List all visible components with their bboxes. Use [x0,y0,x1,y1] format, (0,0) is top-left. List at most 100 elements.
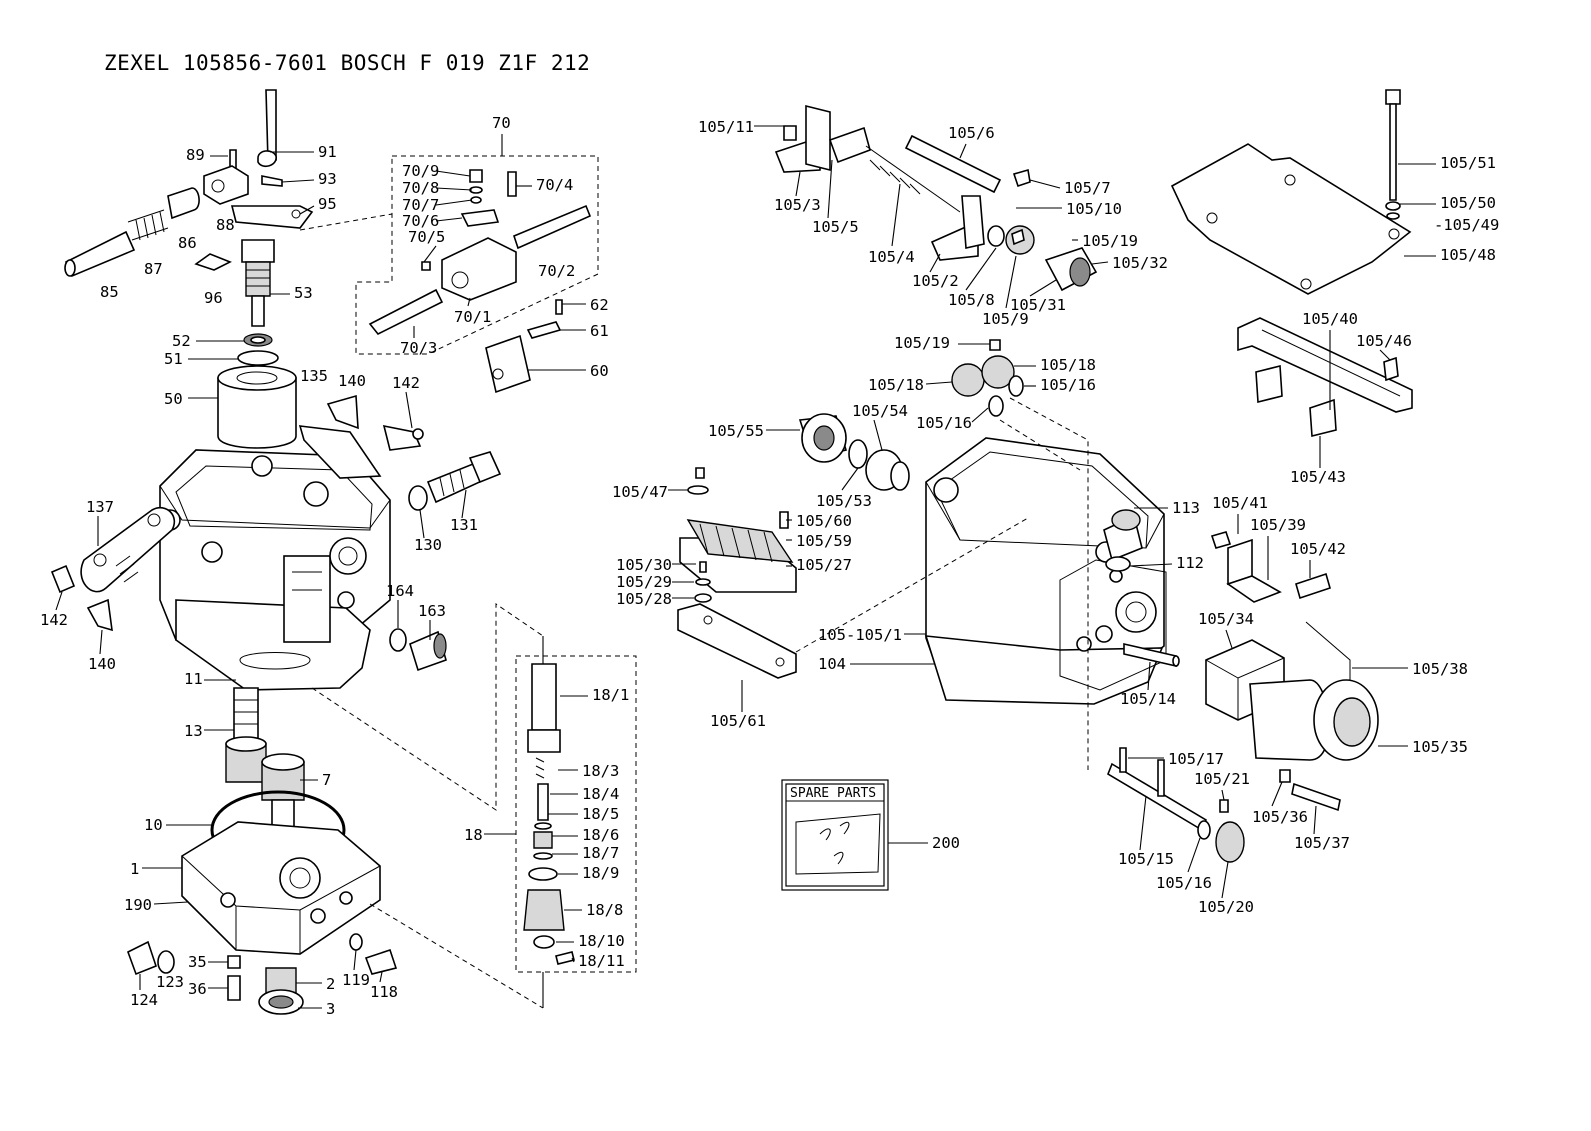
shaft-105-14 [1123,642,1180,668]
part-label-105-16b: 105/16 [916,414,972,432]
part-label-105-39: 105/39 [1250,516,1306,534]
leader-line-105-18b [925,381,953,385]
part-label-104: 104 [818,655,846,673]
leader-line-105-14 [1147,661,1151,691]
part-label-105-34: 105/34 [1198,610,1254,628]
plug-163-164 [389,628,447,672]
part-label-105-35: 105/35 [1412,738,1468,756]
plate-105-61 [677,603,797,679]
part-label-105-43: 105/43 [1290,468,1346,486]
part-label-163: 163 [418,602,446,620]
part-label-105-16a: 105/16 [1040,376,1096,394]
part-label-105-37: 105/37 [1294,834,1350,852]
part-label-140a: 140 [338,372,366,390]
part-label-105-105-1: 105-105/1 [818,626,902,644]
part-label-105-9: 105/9 [982,310,1029,328]
part-label-70-3: 70/3 [400,339,437,357]
leader-line-142b [55,591,63,611]
part-label-105-10: 105/10 [1066,200,1122,218]
part-label-105-18b: 105/18 [868,376,924,394]
part-label-105-4: 105/4 [868,248,915,266]
part-label-105-27: 105/27 [796,556,852,574]
part-label-105-55: 105/55 [708,422,764,440]
part-label-86: 86 [178,234,197,252]
shaft-105-15-knob [1107,747,1245,863]
gears-105-18 [951,339,1024,417]
part-label-124: 124 [130,991,158,1009]
part-label-105-17: 105/17 [1168,750,1224,768]
washers-52-51 [237,333,279,366]
leader-lines [55,125,1436,1009]
main-housing-105 [924,437,1167,705]
part-label-18-4: 18/4 [582,785,619,803]
part-label-18-11: 18/11 [578,952,625,970]
part-label-190: 190 [124,896,152,914]
governor-housing [159,425,391,691]
plug-131-130 [408,451,502,511]
part-label-7: 7 [322,771,331,789]
leader-line-70-6 [435,217,463,222]
part-label-70: 70 [492,114,511,132]
leader-line-105-8 [965,247,997,291]
leader-line-105-36 [1271,781,1283,807]
leader-line-118 [379,971,383,983]
part-label-3: 3 [326,1000,335,1018]
part-label-93: 93 [318,170,337,188]
part-label-105-6: 105/6 [948,124,995,142]
part-label-105-53: 105/53 [816,492,872,510]
part-label-105-15: 105/15 [1118,850,1174,868]
part-label-113: 113 [1172,499,1200,517]
part-label-91: 91 [318,143,337,161]
part-label-70-7: 70/7 [402,196,439,214]
leader-line-105-9 [1005,255,1017,309]
part-label-123: 123 [156,973,184,991]
part-label-105-8: 105/8 [948,291,995,309]
part-label-105-41: 105/41 [1212,494,1268,512]
part-label-105-61: 105/61 [710,712,766,730]
leader-line-105-16b [971,407,989,423]
part-label-95: 95 [318,195,337,213]
part-label-18: 18 [464,826,483,844]
leader-line-105-5 [827,159,833,219]
part-label-89: 89 [186,146,205,164]
part-label-18-8: 18/8 [586,901,623,919]
leader-line-142a [405,391,413,429]
leader-line-105-2 [929,253,941,273]
leader-line-130 [419,509,425,539]
part-label-105-46: 105/46 [1356,332,1412,350]
bracket-105-39 [1210,531,1331,603]
part-label-13: 13 [184,722,203,740]
leader-line-105-3 [795,171,801,197]
part-label-105-50: 105/50 [1440,194,1496,212]
part-label-119: 119 [342,971,370,989]
part-label-142a: 142 [392,374,420,392]
leader-line-140b [99,629,103,655]
part-label-105-18a: 105/18 [1040,356,1096,374]
part-label-164: 164 [386,582,414,600]
part-label-105-54: 105/54 [852,402,908,420]
leader-line-105-32 [1091,261,1109,265]
leader-line-105-20 [1221,861,1229,899]
part-label-105-47: 105/47 [612,483,668,501]
part-label-35: 35 [188,953,207,971]
part-label-51: 51 [164,350,183,368]
part-label-70-4: 70/4 [536,176,573,194]
group-18-box [515,636,637,1008]
leader-line-70-7 [435,199,473,206]
part-label-36: 36 [188,980,207,998]
part-label-105-3: 105/3 [774,196,821,214]
clips-140-142 [50,394,424,632]
part-label-105-51: 105/51 [1440,154,1496,172]
part-label-18-6: 18/6 [582,826,619,844]
part-label-105-21: 105/21 [1194,770,1250,788]
part-label-140b: 140 [88,655,116,673]
part-label-142b: 142 [40,611,68,629]
part-label-112: 112 [1176,554,1204,572]
plate-105-48 [1170,89,1412,295]
part-label-52: 52 [172,332,191,350]
leader-line-105-46 [1379,349,1391,361]
part-label-105-20: 105/20 [1198,898,1254,916]
part-label-18-5: 18/5 [582,805,619,823]
